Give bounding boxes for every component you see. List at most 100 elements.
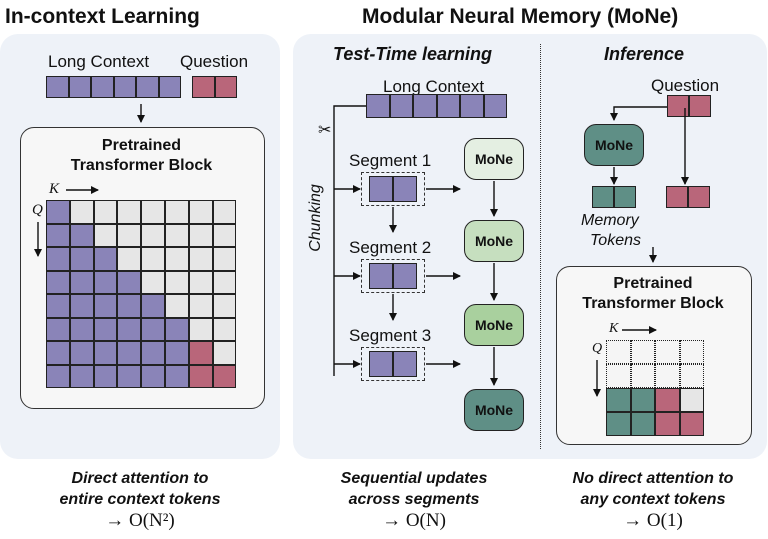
attention-cell [117,247,142,271]
memory-token [614,186,636,208]
mid-long-context-label: Long Context [383,77,485,96]
attention-cell [165,317,189,341]
attention-cell-empty [606,364,631,388]
attention-cell [165,341,189,365]
attention-cell [165,200,189,224]
right-ptb-title-line2: Transformer Block [582,295,724,312]
attention-cell [630,388,655,412]
ptb-title-line2: Transformer Block [70,157,213,174]
attention-cell [212,270,237,294]
attention-cell [46,223,70,247]
chunking-bracket [333,105,366,376]
attention-cell [93,270,118,294]
context-token [136,76,159,98]
attention-cell [188,294,213,318]
inference-header: Inference [604,44,685,64]
right-question-label: Question [651,76,720,95]
attention-cell-empty [679,364,704,388]
attention-cell [69,223,94,247]
attention-cell [141,341,165,365]
segment-3-box [361,347,425,381]
test-time-learning-header: Test-Time learning [333,44,493,64]
section-divider [540,44,541,449]
attention-cell [93,223,118,247]
mone-block-3: MoNe [464,389,524,431]
context-token [483,94,507,118]
attention-cell [679,388,704,412]
mone-block-1: MoNe [464,220,524,262]
attention-cell [188,247,213,271]
attention-cell [93,247,118,271]
inference-mone-block: MoNe [584,124,644,166]
attention-cell-empty [606,340,631,364]
memory-token [592,186,614,208]
right-caption-line1: No direct attention to [572,470,734,487]
attention-cell [212,294,237,318]
attention-cell [46,364,70,388]
attention-cell [630,412,655,436]
mid-caption-line2: across segments [348,491,480,508]
question-token [214,76,237,98]
attention-cell [212,200,237,224]
attention-cell [93,317,118,341]
attention-cell [46,317,70,341]
memory-tokens-label-line1: Memory [581,212,639,229]
segment-token [393,351,417,377]
attention-cell [117,341,142,365]
attention-cell [141,247,165,271]
q-label: Q [32,202,43,218]
attention-cell [117,294,142,318]
attention-cell [93,341,118,365]
attention-cell [165,270,189,294]
attention-cell [69,294,94,318]
attention-cell [117,200,142,224]
attention-cell [655,412,680,436]
attention-cell-empty [655,364,680,388]
segment-2-box [361,259,425,293]
mid-complexity: → O(N) [382,510,446,531]
context-token [91,76,114,98]
attention-cell [141,200,165,224]
arrow-icon [610,106,667,121]
attention-cell [93,364,118,388]
attention-cell [188,200,213,224]
attention-cell-empty [655,340,680,364]
attention-cell [69,200,94,224]
attention-cell-empty [679,340,704,364]
context-token [389,94,413,118]
attention-cell [117,364,142,388]
context-token [413,94,437,118]
context-token [113,76,136,98]
attention-cell [46,341,70,365]
question-token [666,186,688,208]
attention-cell [655,388,680,412]
question-token [689,95,711,117]
mone-block-0: MoNe [464,138,524,180]
attention-cell [46,270,70,294]
attention-cell-empty [630,340,655,364]
attention-cell [212,223,237,247]
attention-cell [188,317,213,341]
question-label: Question [180,52,249,71]
attention-cell [212,317,237,341]
segment-1-box [361,172,425,206]
right-q-label: Q [592,341,603,356]
attention-cell [165,364,189,388]
segment-token [393,176,417,202]
attention-cell [679,412,704,436]
attention-cell [69,317,94,341]
right-caption-line2: any context tokens [580,491,726,508]
attention-cell [46,200,70,224]
attention-cell [212,247,237,271]
right-title: Modular Neural Memory (MoNe) [362,5,679,28]
attention-cell [188,270,213,294]
attention-cell [188,341,213,365]
context-token [366,94,390,118]
question-token [688,186,710,208]
segment-token [369,351,393,377]
attention-cell [188,364,213,388]
attention-cell [69,341,94,365]
segment-token [369,263,393,289]
mid-caption-line1: Sequential updates [340,470,488,487]
attention-cell [46,247,70,271]
